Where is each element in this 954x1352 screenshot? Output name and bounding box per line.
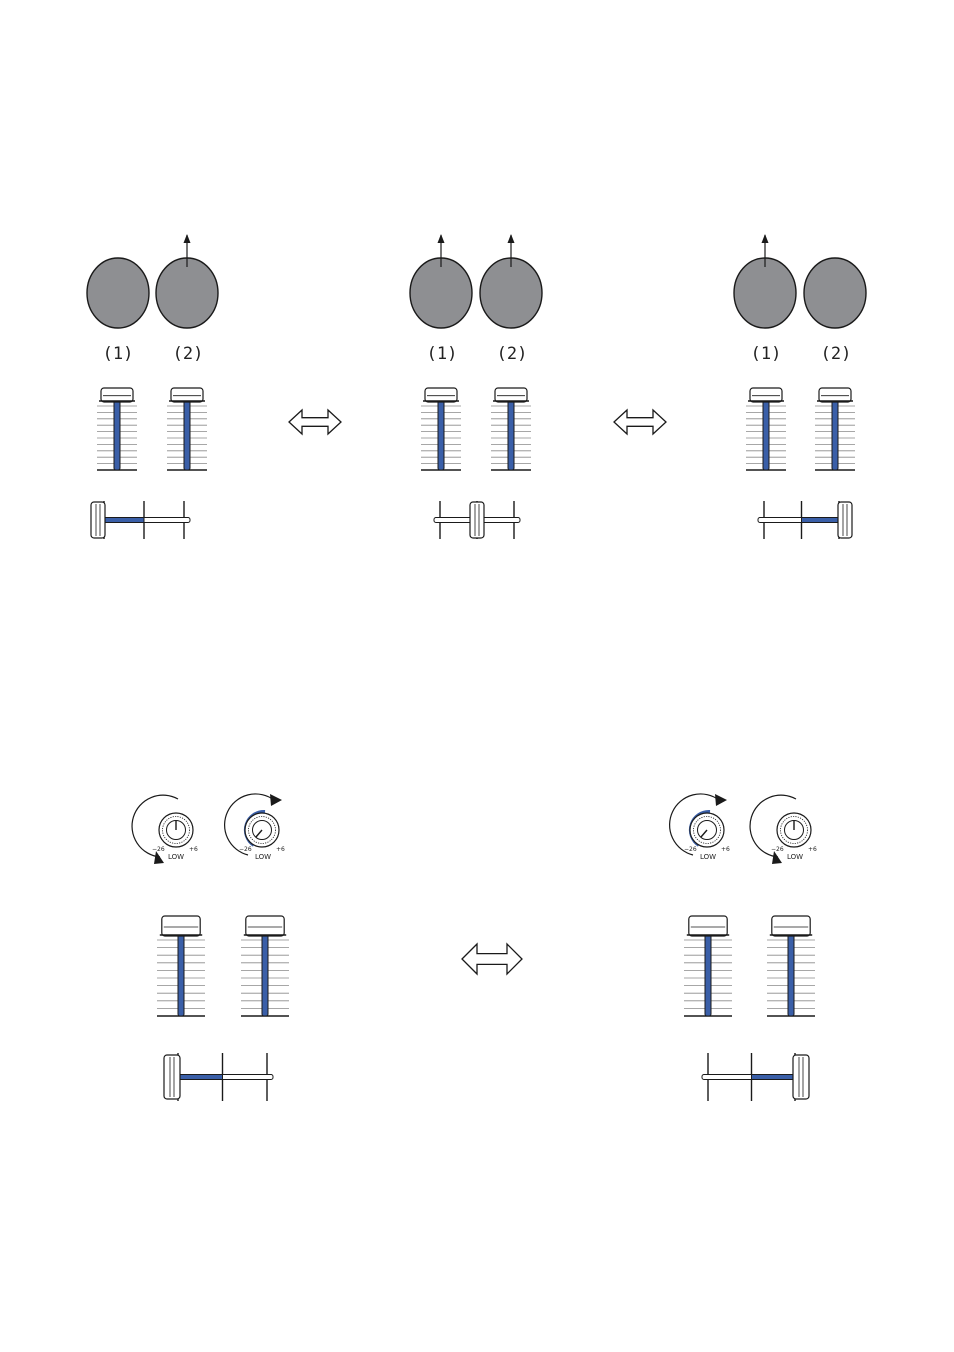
knob-label-low: LOW (699, 853, 717, 861)
crossfader-knob (469, 501, 485, 539)
channel-label-2: (2) (172, 344, 204, 364)
up-arrow-icon (761, 234, 769, 243)
channel-label-2: (2) (820, 344, 852, 364)
knob-label-low: LOW (786, 853, 804, 861)
channel-fader (167, 387, 207, 471)
jog-wheel (479, 234, 543, 329)
fader-level-bar (704, 933, 712, 1017)
fader-cap (245, 915, 285, 937)
knob-max-label: +6 (808, 846, 817, 853)
knob-max-label: +6 (189, 846, 198, 853)
channel-label-1: (1) (102, 344, 134, 364)
eq-knob (749, 794, 812, 864)
jog-wheel (86, 257, 150, 329)
double-arrow-icon (613, 408, 667, 436)
jog-wheel (155, 234, 219, 329)
rotation-arrow-icon (154, 851, 164, 864)
eq-knob (131, 794, 194, 864)
channel-fader (767, 915, 815, 1017)
channel-label-1: (1) (426, 344, 458, 364)
rotation-arrow-icon (715, 794, 727, 806)
up-arrow-icon (437, 234, 445, 243)
channel-fader (97, 387, 137, 471)
jog-wheel-platter (479, 257, 543, 329)
fader-cap (170, 387, 204, 403)
rotation-arrow-icon (772, 851, 782, 864)
up-arrow-icon (507, 234, 515, 243)
crossfader-knob (837, 501, 853, 539)
fader-level-bar (437, 399, 445, 471)
channel-fader (157, 915, 205, 1017)
knob-min-label: −26 (239, 846, 252, 853)
double-arrow-icon (461, 942, 523, 976)
channel-fader (421, 387, 461, 471)
fader-level-bar (183, 399, 191, 471)
fader-level-bar (762, 399, 770, 471)
fader-level-bar (177, 933, 185, 1017)
jog-wheel (733, 234, 797, 329)
eq-knob (668, 793, 727, 856)
knob-pointer (255, 829, 263, 838)
fader-level-bar (507, 399, 515, 471)
crossfader (90, 501, 191, 539)
rotation-arc (223, 793, 275, 856)
knob-max-label: +6 (276, 846, 285, 853)
crossfader (757, 501, 853, 539)
channel-fader (746, 387, 786, 471)
fader-cap (424, 387, 458, 403)
knob-pointer (700, 829, 708, 838)
jog-wheel-platter (733, 257, 797, 329)
fader-cap (818, 387, 852, 403)
channel-label-2: (2) (496, 344, 528, 364)
crossfader-knob (90, 501, 106, 539)
knob-min-label: −26 (771, 846, 784, 853)
jog-wheel-platter (86, 257, 150, 329)
knob-label-low: LOW (167, 853, 185, 861)
fader-cap (100, 387, 134, 403)
knob-label-low: LOW (254, 853, 272, 861)
crossfader-knob (792, 1054, 810, 1100)
rotation-arrow-icon (270, 794, 282, 806)
knob-min-label: −26 (684, 846, 697, 853)
channel-fader (491, 387, 531, 471)
fader-cap (749, 387, 783, 403)
crossfader (163, 1053, 274, 1101)
fader-level-bar (261, 933, 269, 1017)
jog-wheel-platter (155, 257, 219, 329)
eq-knob (223, 793, 282, 856)
fader-cap (688, 915, 728, 937)
fader-cap (771, 915, 811, 937)
rotation-arc (749, 794, 797, 858)
fader-level-bar (113, 399, 121, 471)
rotation-arc (131, 794, 179, 858)
channel-fader (241, 915, 289, 1017)
fader-level-bar (831, 399, 839, 471)
rotation-arc (668, 793, 720, 856)
channel-label-1: (1) (750, 344, 782, 364)
knob-min-label: −26 (152, 846, 165, 853)
crossfader-knob (163, 1054, 181, 1100)
jog-wheel-platter (409, 257, 473, 329)
fader-cap (161, 915, 201, 937)
channel-fader (684, 915, 732, 1017)
channel-fader (815, 387, 855, 471)
crossfader (701, 1053, 810, 1101)
crossfader (433, 501, 521, 539)
double-arrow-icon (288, 408, 342, 436)
knob-max-label: +6 (721, 846, 730, 853)
up-arrow-icon (183, 234, 191, 243)
jog-wheel (409, 234, 473, 329)
fader-cap (494, 387, 528, 403)
jog-wheel-platter (803, 257, 867, 329)
jog-wheel (803, 257, 867, 329)
fader-level-bar (787, 933, 795, 1017)
